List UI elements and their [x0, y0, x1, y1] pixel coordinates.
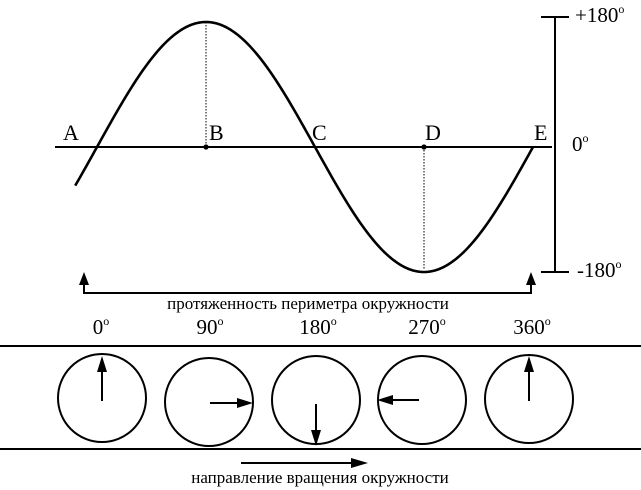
circle-0-outline [57, 353, 147, 443]
scale-label-bottom: -180o [577, 257, 622, 282]
phase-scale: +180o 0o -180o [541, 2, 624, 282]
sine-wave-section: A B C D E [55, 20, 552, 274]
scale-label-zero: 0o [572, 131, 589, 156]
arrow-right-icon [237, 398, 253, 408]
perimeter-caption: протяженность периметра окружности [167, 294, 449, 313]
sine-wave-curve [74, 20, 535, 274]
point-label-a: A [63, 120, 79, 145]
point-label-e: E [534, 120, 547, 145]
angle-label-270: 270o [408, 314, 446, 339]
perimeter-bracket: протяженность периметра окружности [79, 272, 536, 313]
arrow-left-icon [377, 395, 393, 405]
rotation-caption: направление вращения окружности [191, 468, 449, 487]
arrow-up-icon [97, 356, 107, 372]
circle-90-outline [164, 357, 254, 447]
point-d-marker [421, 144, 427, 150]
circle-180 [271, 355, 361, 446]
point-b-marker [203, 144, 209, 150]
bracket-left-arrowhead [79, 272, 89, 285]
arrow-up-icon [524, 356, 534, 372]
rotation-direction: направление вращения окружности [191, 458, 449, 487]
point-label-c: C [312, 120, 327, 145]
circle-360 [484, 354, 574, 444]
arrow-down-icon [311, 430, 321, 446]
angle-label-180: 180o [299, 314, 337, 339]
point-label-d: D [425, 120, 441, 145]
circle-90 [164, 357, 254, 447]
angle-label-360: 360o [513, 314, 551, 339]
point-label-b: B [209, 120, 224, 145]
angle-label-90: 90o [197, 314, 224, 339]
bracket-line [83, 282, 532, 294]
circle-360-outline [484, 354, 574, 444]
angle-labels: 0o 90o 180o 270o 360o [93, 314, 551, 339]
circle-0 [57, 353, 147, 443]
arrow-right-icon [351, 458, 368, 468]
angle-label-0: 0o [93, 314, 110, 339]
bracket-right-arrowhead [526, 272, 536, 285]
scale-label-top: +180o [575, 2, 624, 27]
circle-270 [377, 355, 467, 445]
